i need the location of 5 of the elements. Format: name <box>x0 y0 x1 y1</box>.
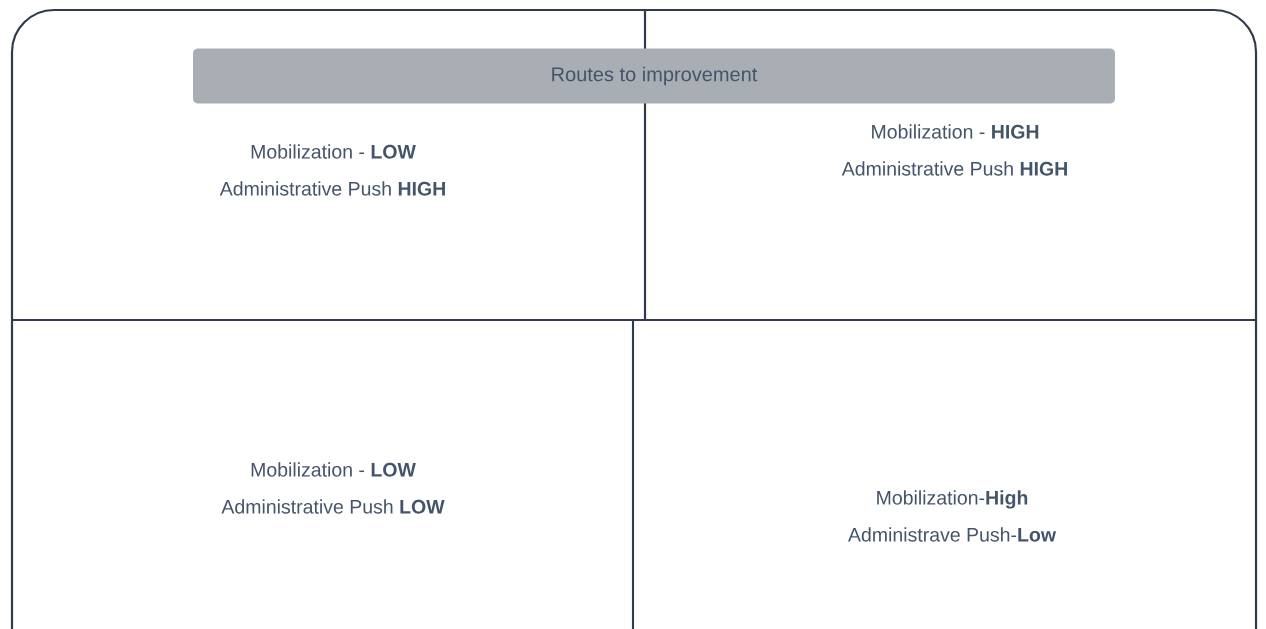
quadrant-text: Mobilization - LOW Administrative Push HIGH <box>219 144 445 196</box>
quadrant-text: Mobilization-High Administrave Push-Low <box>848 490 1057 542</box>
quadrant-text: Mobilization - LOW Administrative Push LOW <box>221 462 445 514</box>
quadrant-text: Mobilization - HIGH Administrative Push HIGH <box>841 124 1067 176</box>
title-banner: Routes to improvement <box>193 48 1115 104</box>
